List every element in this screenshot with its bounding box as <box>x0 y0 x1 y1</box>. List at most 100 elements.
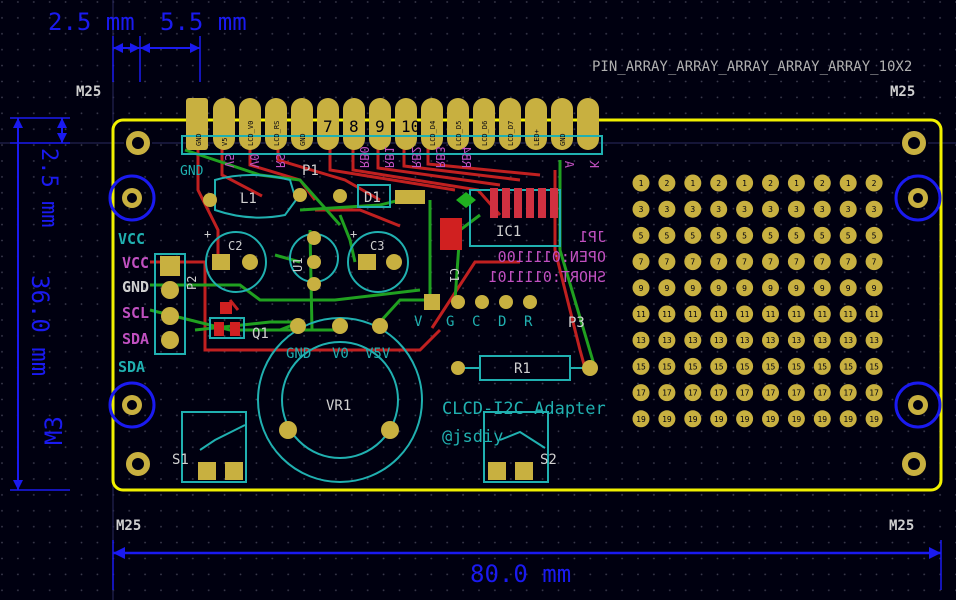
proto-pad[interactable] <box>813 253 831 271</box>
proto-pad[interactable] <box>865 305 883 323</box>
proto-pad[interactable] <box>736 305 754 323</box>
proto-pad[interactable] <box>684 174 702 192</box>
proto-pad[interactable] <box>762 410 779 428</box>
mounting-holes[interactable] <box>108 129 942 478</box>
proto-pad[interactable] <box>865 384 883 402</box>
proto-pad[interactable] <box>632 174 650 192</box>
proto-pad[interactable] <box>710 305 728 323</box>
proto-pad[interactable] <box>839 279 857 297</box>
proto-pad[interactable] <box>839 305 857 323</box>
proto-pad[interactable] <box>736 410 754 428</box>
proto-pad[interactable] <box>632 200 650 218</box>
proto-pad[interactable] <box>762 200 779 218</box>
proto-pad[interactable] <box>839 174 857 192</box>
proto-pad[interactable] <box>762 226 779 244</box>
proto-pad[interactable] <box>684 357 702 375</box>
proto-pad[interactable] <box>762 357 779 375</box>
proto-pad[interactable] <box>787 384 805 402</box>
proto-pad[interactable] <box>839 331 857 349</box>
proto-pad[interactable] <box>787 174 805 192</box>
proto-pad[interactable] <box>658 384 676 402</box>
proto-pad[interactable] <box>736 357 754 375</box>
proto-pad[interactable] <box>736 226 754 244</box>
proto-pad[interactable] <box>658 174 676 192</box>
proto-pad[interactable] <box>787 305 805 323</box>
proto-pad[interactable] <box>684 384 702 402</box>
regulator-u1[interactable]: U1 <box>289 231 339 291</box>
proto-pad[interactable] <box>813 174 831 192</box>
proto-pad[interactable] <box>762 174 779 192</box>
proto-pad[interactable] <box>865 410 883 428</box>
proto-pad[interactable] <box>710 357 728 375</box>
proto-pad[interactable] <box>787 226 805 244</box>
proto-pad[interactable] <box>813 305 831 323</box>
proto-pad[interactable] <box>762 253 779 271</box>
proto-pad[interactable] <box>684 200 702 218</box>
proto-pad[interactable] <box>658 279 676 297</box>
proto-pad[interactable] <box>839 357 857 375</box>
inductor-l1[interactable]: L1 GND <box>180 164 307 219</box>
proto-pad[interactable] <box>813 357 831 375</box>
proto-pad[interactable] <box>865 253 883 271</box>
proto-pad[interactable] <box>813 226 831 244</box>
proto-pad[interactable] <box>762 331 779 349</box>
transistor-q1[interactable]: Q1 <box>209 302 269 342</box>
p2-connector[interactable]: P2 VCC VCC GND SCL SDA SDA <box>118 230 199 376</box>
proto-pad[interactable] <box>813 410 831 428</box>
capacitor-c3[interactable]: C3 + <box>347 227 409 293</box>
proto-pad[interactable] <box>736 279 754 297</box>
proto-pad[interactable] <box>736 200 754 218</box>
proto-pad[interactable] <box>658 331 676 349</box>
proto-pad[interactable] <box>658 253 676 271</box>
proto-pad[interactable] <box>684 279 702 297</box>
proto-pad[interactable] <box>839 410 857 428</box>
proto-pad[interactable] <box>710 174 728 192</box>
capacitor-c2[interactable]: C2 + <box>204 227 267 293</box>
proto-pad[interactable] <box>632 331 650 349</box>
proto-pad[interactable] <box>736 384 754 402</box>
proto-pad[interactable] <box>813 331 831 349</box>
proto-pad[interactable] <box>658 226 676 244</box>
proto-pad[interactable] <box>632 305 650 323</box>
proto-pad[interactable] <box>658 357 676 375</box>
proto-pad[interactable] <box>710 279 728 297</box>
proto-pad[interactable] <box>736 331 754 349</box>
proto-pad[interactable] <box>710 410 728 428</box>
switch-s2[interactable]: S2 <box>483 411 557 483</box>
dimension-bottom[interactable]: 80.0 mm <box>112 540 942 590</box>
proto-pad[interactable] <box>813 384 831 402</box>
proto-pad[interactable] <box>787 357 805 375</box>
proto-pad[interactable] <box>710 331 728 349</box>
ic1[interactable]: IC1 C1 <box>440 188 561 282</box>
proto-pad[interactable] <box>865 331 883 349</box>
proto-pad[interactable] <box>787 200 805 218</box>
proto-pad[interactable] <box>710 200 728 218</box>
proto-pad[interactable] <box>684 226 702 244</box>
proto-pad[interactable] <box>632 226 650 244</box>
proto-pad[interactable] <box>684 410 702 428</box>
proto-pad[interactable] <box>632 253 650 271</box>
proto-pad[interactable] <box>710 253 728 271</box>
proto-pad[interactable] <box>684 305 702 323</box>
proto-pad[interactable] <box>632 279 650 297</box>
resistor-r1[interactable]: R1 <box>451 355 598 381</box>
proto-pad[interactable] <box>658 305 676 323</box>
proto-pad[interactable] <box>839 200 857 218</box>
proto-pad[interactable] <box>813 279 831 297</box>
proto-pad[interactable] <box>839 226 857 244</box>
switch-s1[interactable]: S1 <box>172 411 247 483</box>
proto-pad[interactable] <box>787 331 805 349</box>
proto-pad[interactable] <box>865 174 883 192</box>
proto-pad[interactable] <box>787 410 805 428</box>
proto-pad[interactable] <box>813 200 831 218</box>
proto-pad[interactable] <box>710 384 728 402</box>
proto-pad[interactable] <box>865 279 883 297</box>
proto-pad[interactable] <box>632 384 650 402</box>
proto-pad[interactable] <box>865 226 883 244</box>
proto-pad[interactable] <box>658 410 676 428</box>
proto-pad[interactable] <box>839 384 857 402</box>
proto-pad[interactable] <box>684 331 702 349</box>
